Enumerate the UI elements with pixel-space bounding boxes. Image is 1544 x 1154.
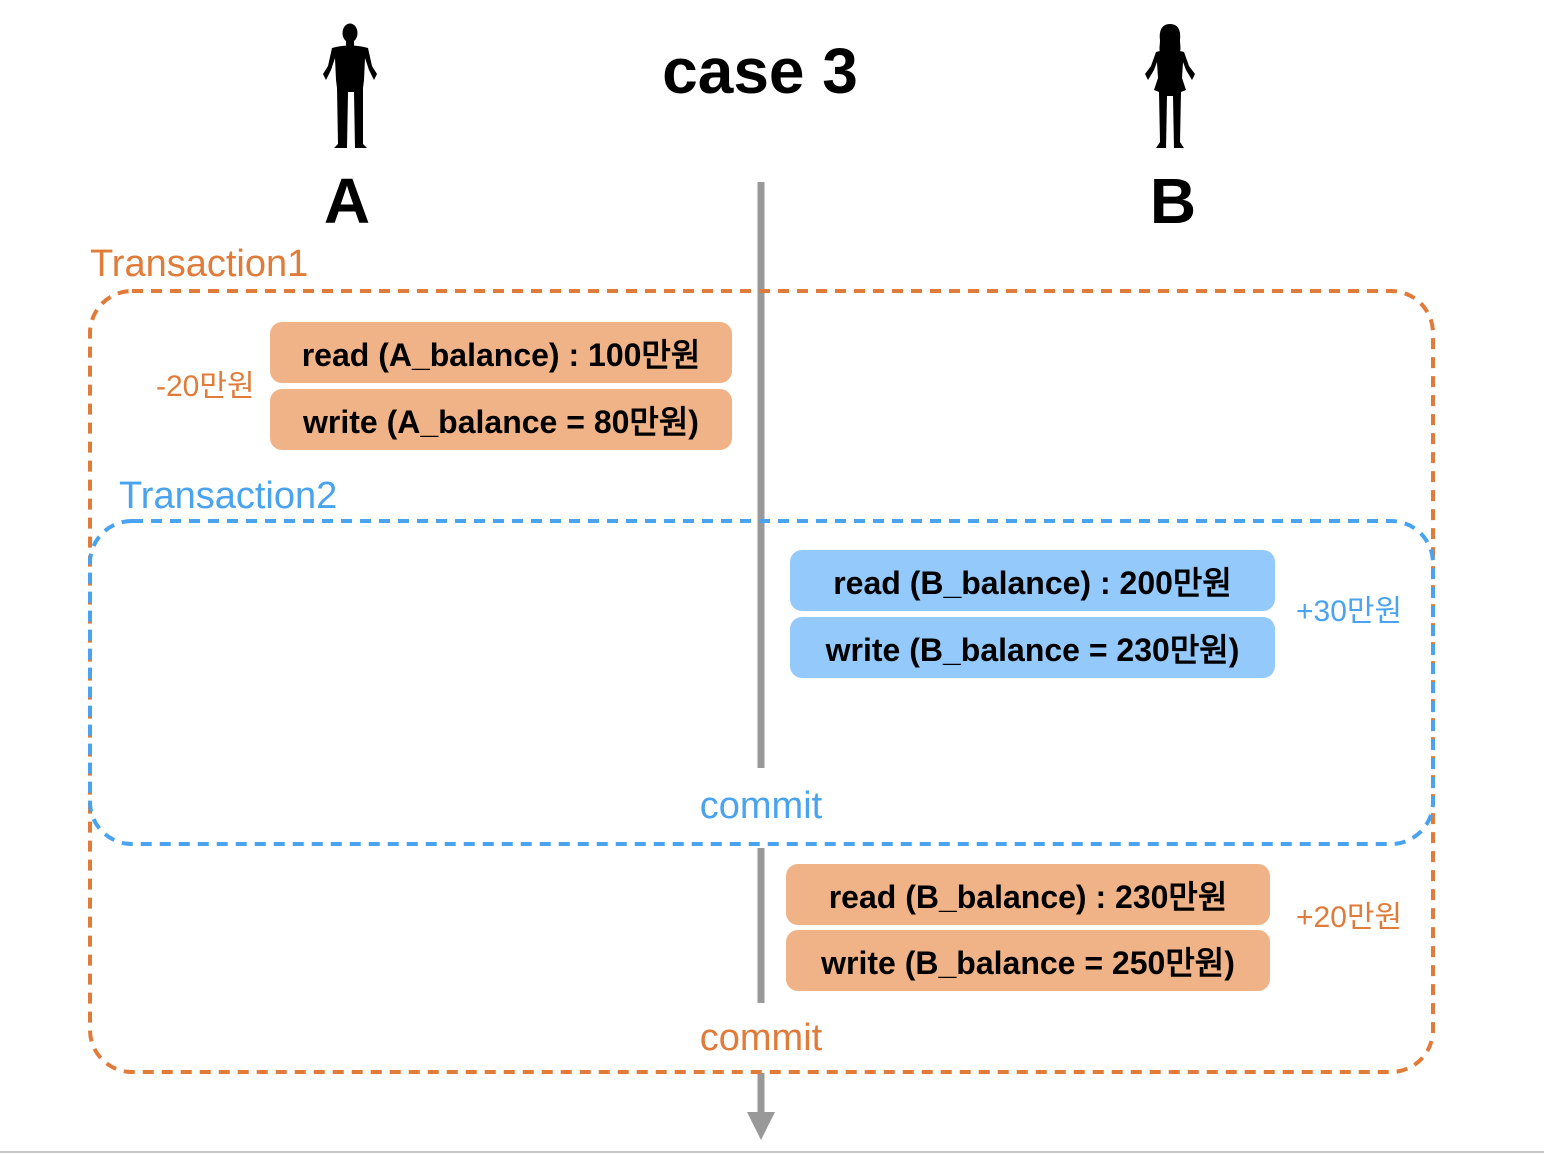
diagram-title: case 3 xyxy=(662,35,858,107)
transaction1-commit: commit xyxy=(699,1017,823,1059)
person-man-icon xyxy=(323,23,377,148)
op-box: write (A_balance = 80만원) xyxy=(270,389,732,450)
transaction2-delta: +30만원 xyxy=(1296,595,1403,628)
timeline-arrowhead xyxy=(747,1112,775,1140)
transaction1-label: Transaction1 xyxy=(90,243,309,285)
op-box: read (A_balance) : 100만원 xyxy=(270,322,732,383)
transaction2-label: Transaction2 xyxy=(119,475,338,517)
transaction2-border xyxy=(88,519,1435,846)
op-box: write (B_balance = 230만원) xyxy=(790,617,1275,678)
op-box: write (B_balance = 250만원) xyxy=(786,930,1270,991)
actor-a-label: A xyxy=(323,165,371,237)
transaction2-commit: commit xyxy=(699,785,823,827)
op-box: read (B_balance) : 230만원 xyxy=(786,864,1270,925)
transaction1-border xyxy=(88,289,1435,1074)
actor-b-label: B xyxy=(1149,165,1197,237)
transaction1-delta-a: -20만원 xyxy=(156,370,255,403)
op-box: read (B_balance) : 200만원 xyxy=(790,550,1275,611)
person-woman-icon xyxy=(1145,24,1195,148)
transaction1-delta-b: +20만원 xyxy=(1296,901,1403,934)
